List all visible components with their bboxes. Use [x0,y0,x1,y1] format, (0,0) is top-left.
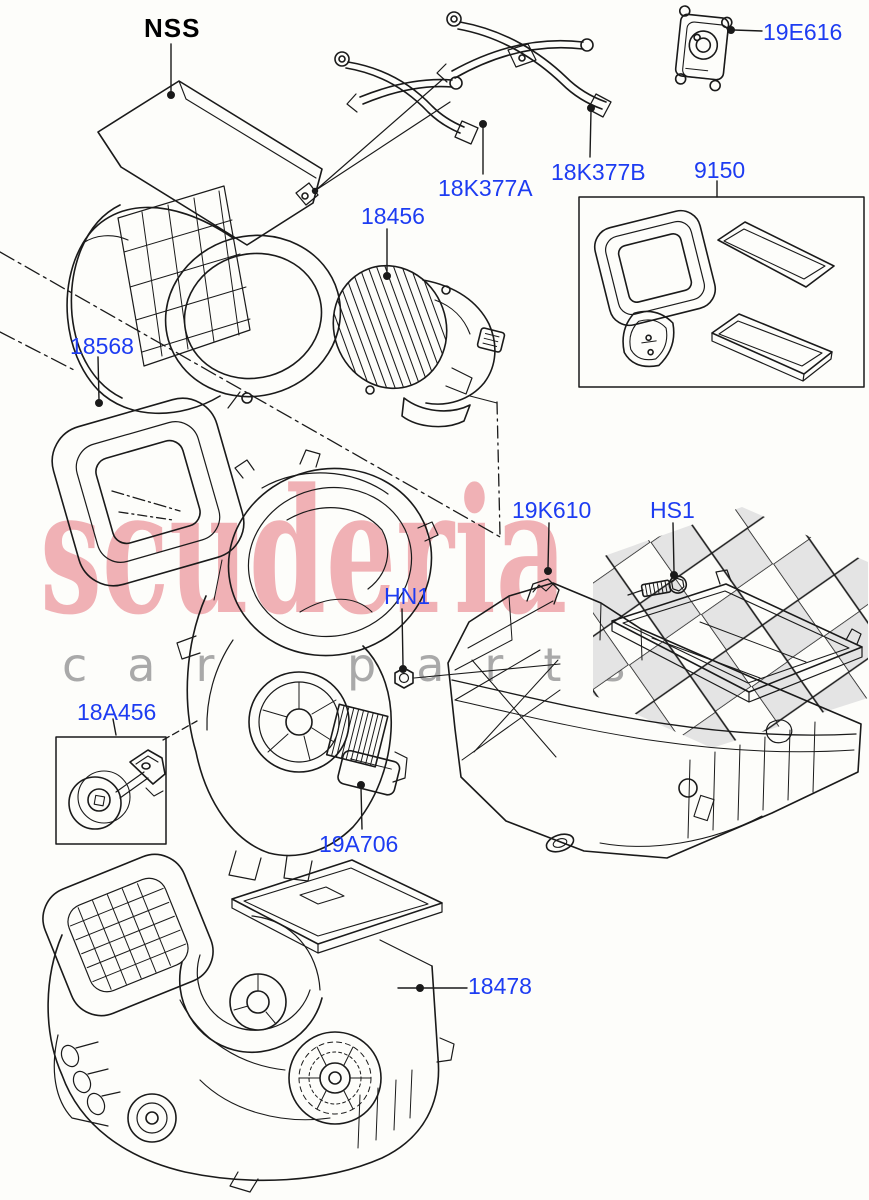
label-18478[interactable]: 18478 [468,973,532,999]
label-18k377a[interactable]: 18K377A [438,175,533,201]
watermark-checkered-flag [593,507,868,748]
part-19a706-resistor [325,703,408,796]
part-19e616-actuator [674,5,733,92]
part-9150-seal-kit [578,196,865,388]
part-19k610-heater-case [447,569,863,859]
label-9150[interactable]: 9150 [694,157,746,183]
part-18568-seal-frame [51,397,245,587]
part-18k377b-link [436,11,612,118]
watermark-tagline: car parts [62,638,666,692]
label-18a456[interactable]: 18A456 [77,699,157,725]
label-hs1[interactable]: HS1 [650,497,695,523]
label-19e616[interactable]: 19E616 [763,19,843,45]
part-hn1-nut [394,667,414,689]
label-hn1[interactable]: HN1 [384,583,431,609]
label-19k610[interactable]: 19K610 [512,497,592,523]
part-18478-heater-assembly [42,853,455,1193]
watermark-brand: scuderia [40,450,568,653]
part-evaporator-housing [176,449,439,882]
part-nss-air-inlet-housing [66,80,342,415]
label-19a706[interactable]: 19A706 [319,831,399,857]
part-18456-blower-motor [323,251,506,428]
hs1-pointer-line [627,589,644,596]
part-18a456-kit [55,736,167,845]
label-nss: NSS [144,13,201,43]
label-18456[interactable]: 18456 [361,203,425,229]
leader-lines [94,26,763,993]
label-18568[interactable]: 18568 [70,333,134,359]
label-18k377b[interactable]: 18K377B [551,159,646,185]
construction-lines [0,251,503,741]
